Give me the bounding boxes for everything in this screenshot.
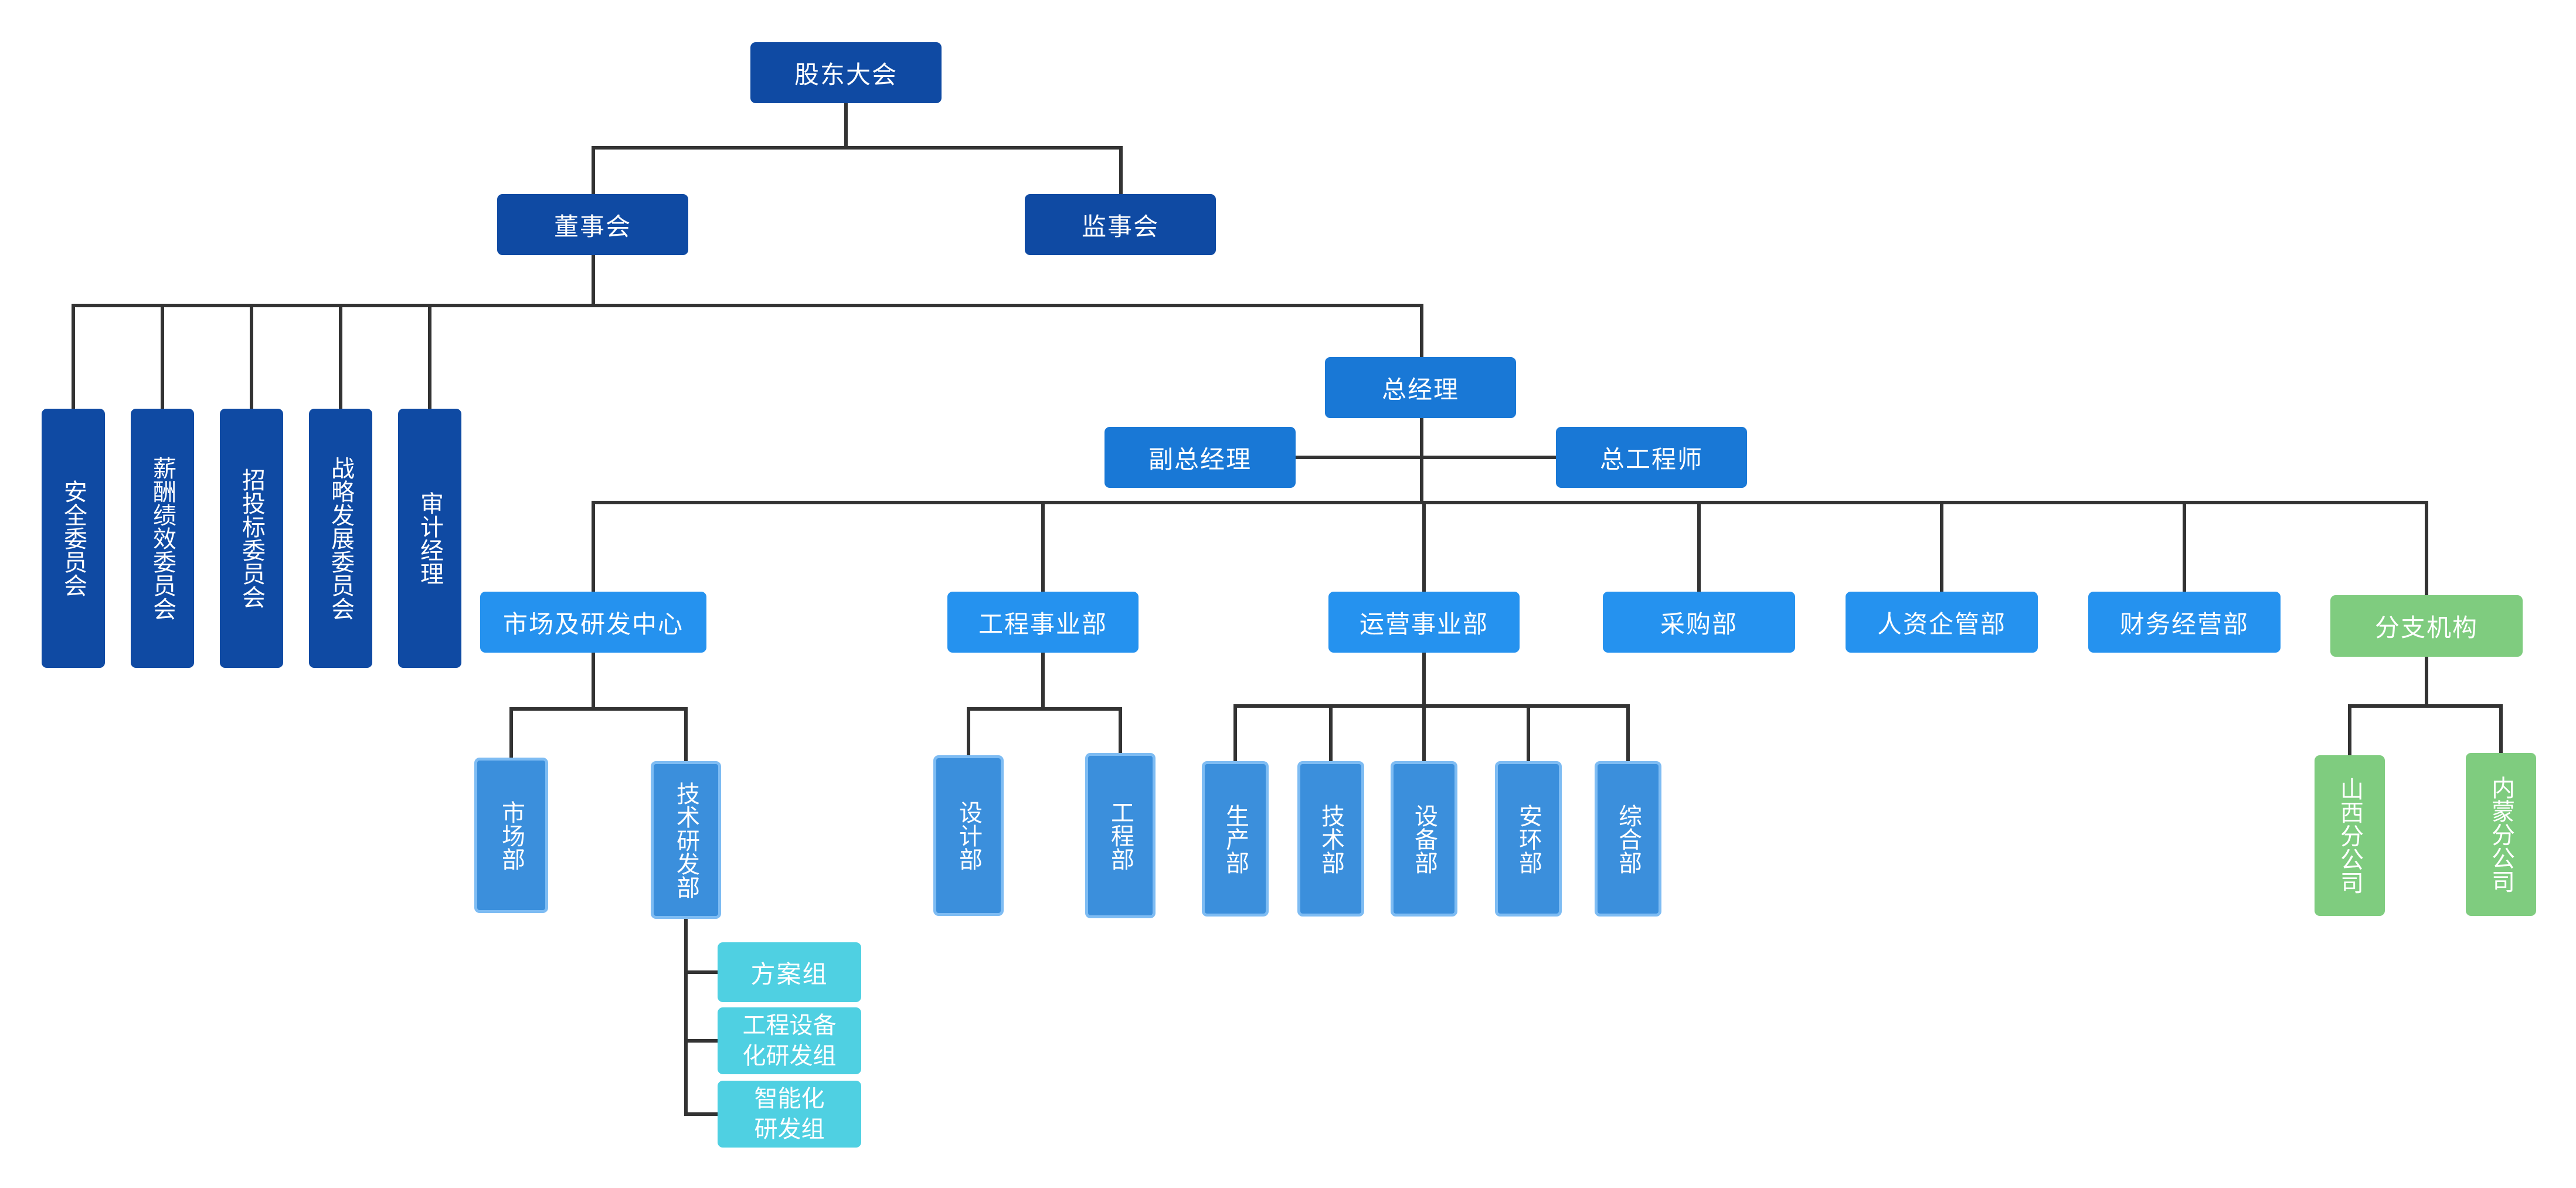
- market-rd-center-box[interactable]: 市场及研发中心: [480, 592, 706, 653]
- equipment-rd-group-box[interactable]: 工程设备 化研发组: [718, 1007, 861, 1074]
- operations-division-box[interactable]: 运营事业部: [1328, 592, 1520, 653]
- equipment-department-box[interactable]: 设备部: [1391, 761, 1457, 917]
- engineering-division-box[interactable]: 工程事业部: [947, 592, 1139, 653]
- inner-mongolia-branch-box[interactable]: 内蒙分公司: [2466, 753, 2536, 916]
- board-of-supervisors-box[interactable]: 监事会: [1025, 194, 1216, 255]
- board-of-directors-box[interactable]: 董事会: [497, 194, 688, 255]
- chief-engineer-box[interactable]: 总工程师: [1556, 427, 1747, 488]
- design-department-box[interactable]: 设计部: [933, 755, 1004, 916]
- smart-rd-group-box[interactable]: 智能化 研发组: [718, 1081, 861, 1148]
- safety-environment-department-box[interactable]: 安环部: [1495, 761, 1562, 917]
- safety-committee-box[interactable]: 安全委员会: [42, 409, 105, 668]
- compensation-committee-box[interactable]: 薪酬绩效委员会: [131, 409, 194, 668]
- audit-manager-box[interactable]: 审计经理: [398, 409, 461, 668]
- shanxi-branch-box[interactable]: 山西分公司: [2315, 755, 2385, 916]
- market-department-box[interactable]: 市场部: [474, 758, 548, 913]
- hr-department-box[interactable]: 人资企管部: [1846, 592, 2038, 653]
- branches-box[interactable]: 分支机构: [2330, 595, 2523, 657]
- deputy-general-manager-box[interactable]: 副总经理: [1105, 427, 1296, 488]
- technology-department-box[interactable]: 技术部: [1297, 761, 1364, 917]
- general-affairs-department-box[interactable]: 综合部: [1595, 761, 1661, 917]
- finance-department-box[interactable]: 财务经营部: [2088, 592, 2281, 653]
- tech-rd-department-box[interactable]: 技术研发部: [651, 761, 721, 919]
- bidding-committee-box[interactable]: 招投标委员会: [220, 409, 283, 668]
- general-manager-box[interactable]: 总经理: [1325, 357, 1516, 418]
- shareholders-meeting-box[interactable]: 股东大会: [750, 42, 942, 103]
- strategy-committee-box[interactable]: 战略发展委员会: [309, 409, 372, 668]
- purchasing-department-box[interactable]: 采购部: [1603, 592, 1795, 653]
- production-department-box[interactable]: 生产部: [1202, 761, 1269, 917]
- solution-group-box[interactable]: 方案组: [718, 942, 861, 1002]
- engineering-department-box[interactable]: 工程部: [1085, 753, 1156, 918]
